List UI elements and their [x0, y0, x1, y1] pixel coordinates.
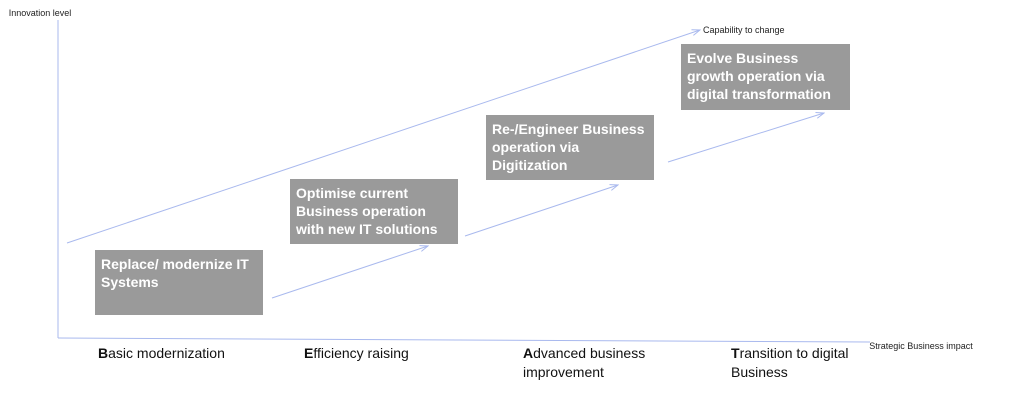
- capability-arrow: [66, 30, 700, 244]
- capability-arrow-label: Capability to change: [703, 25, 785, 35]
- phase-label-transition: Transition to digital Business: [731, 344, 871, 382]
- phase-initial: T: [731, 345, 740, 361]
- x-axis: [57, 337, 871, 343]
- phase-rest: asic modernization: [108, 345, 225, 361]
- phase-rest: dvanced business improvement: [523, 345, 646, 380]
- progress-arrow-2: [464, 185, 618, 237]
- stage-box-replace: Replace/ modernize IT Systems: [95, 250, 263, 315]
- phase-rest: fficiency raising: [313, 345, 409, 361]
- phase-rest: ransition to digital Business: [731, 345, 849, 380]
- x-axis-title: Strategic Business impact: [869, 341, 973, 351]
- progress-arrow-1: [271, 246, 428, 299]
- progress-arrow-3: [667, 113, 824, 163]
- phase-label-basic: Basic modernization: [98, 344, 288, 363]
- phase-initial: A: [523, 345, 534, 361]
- stage-box-optimise: Optimise current Business operation with…: [290, 179, 458, 244]
- phase-label-advanced: Advanced business improvement: [523, 344, 713, 382]
- phase-initial: B: [98, 345, 109, 361]
- stage-box-evolve: Evolve Business growth operation via dig…: [681, 44, 850, 110]
- phase-label-efficiency: Efficiency raising: [304, 344, 494, 363]
- phase-initial: E: [304, 345, 314, 361]
- y-axis-title: Innovation level: [8, 8, 72, 18]
- stage-box-reengineer: Re-/Engineer Business operation via Digi…: [486, 115, 654, 180]
